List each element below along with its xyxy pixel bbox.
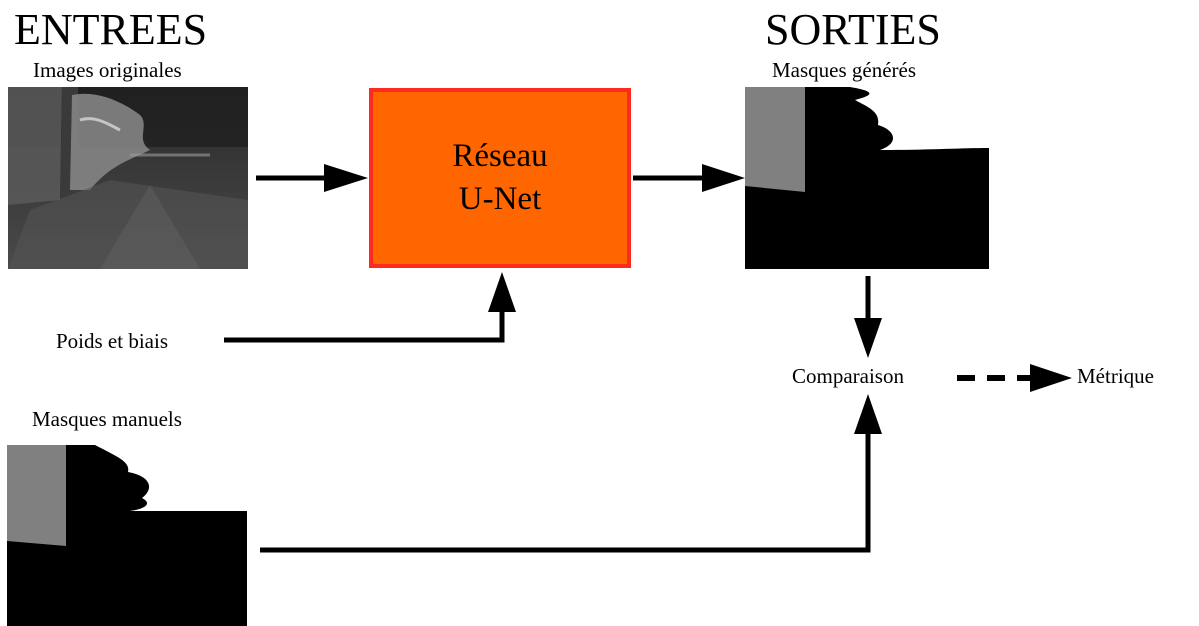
arrow-output-to-comparison xyxy=(854,276,882,358)
comparison-label: Comparaison xyxy=(792,364,904,388)
arrow-comparison-to-metric xyxy=(957,364,1072,392)
original-image xyxy=(8,87,248,269)
generated-mask-image xyxy=(745,87,989,269)
unet-network-box: Réseau U-Net xyxy=(369,88,631,268)
manual-mask-image xyxy=(7,445,247,626)
manual-masks-label: Masques manuels xyxy=(32,407,182,431)
original-images-label: Images originales xyxy=(33,58,182,82)
outputs-heading: SORTIES xyxy=(765,5,941,54)
arrow-manual-to-comparison xyxy=(260,394,882,553)
weights-label: Poids et biais xyxy=(56,329,169,353)
network-label-line1: Réseau xyxy=(452,138,548,175)
metric-label: Métrique xyxy=(1077,364,1154,388)
arrow-network-to-output xyxy=(633,164,745,192)
arrow-weights-to-network xyxy=(224,272,516,343)
arrow-image-to-network xyxy=(256,164,368,192)
generated-masks-label: Masques générés xyxy=(772,58,917,82)
inputs-heading: ENTREES xyxy=(14,5,208,54)
network-label-line2: U-Net xyxy=(458,181,542,217)
